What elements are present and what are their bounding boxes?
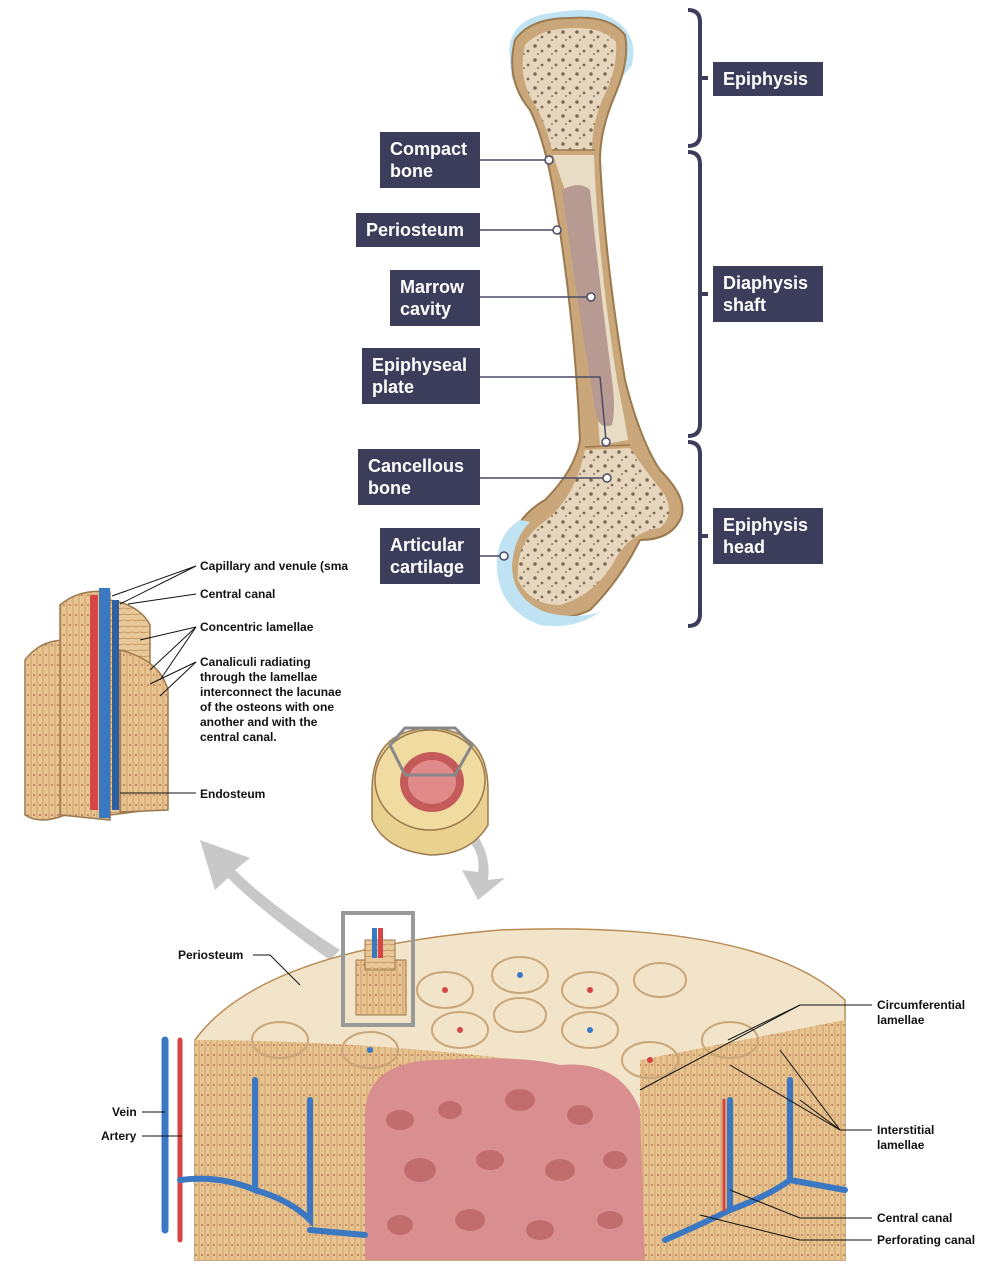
label-periosteum: Periosteum [356,213,480,247]
arrow-to-osteon [200,840,340,960]
label-cancellous-bone: Cancellous bone [358,449,480,505]
label-diaphysis-shaft: Diaphysis shaft [713,266,823,322]
label-epiphysis-top: Epiphysis [713,62,823,96]
label-perforating-canal: Perforating canal [877,1233,975,1248]
compact-bone-section [165,913,845,1260]
bone-cross-section-icon [372,728,488,855]
label-marrow-cavity: Marrow cavity [390,270,480,326]
label-interstitial-lamellae: Interstitial lamellae [877,1123,934,1153]
label-endosteum: Endosteum [200,787,265,802]
label-osteon-central-canal: Central canal [200,587,275,602]
label-compact-bone: Compact bone [380,132,480,188]
label-artery: Artery [101,1129,136,1144]
label-capillary-venule: Capillary and venule (sma [200,559,348,574]
label-section-periosteum: Periosteum [178,948,243,963]
label-circumferential-lamellae: Circumferential lamellae [877,998,965,1028]
label-vein: Vein [112,1105,137,1120]
label-concentric-lamellae: Concentric lamellae [200,620,313,635]
label-articular-cartilage: Articular cartilage [380,528,480,584]
region-brackets [688,10,708,626]
femur-drawing [497,10,683,626]
osteon-cutaway [25,588,168,820]
label-epiphysis-head: Epiphysis head [713,508,823,564]
label-epiphyseal-plate: Epiphyseal plate [362,348,480,404]
label-canaliculi: Canaliculi radiating through the lamella… [200,655,341,745]
label-section-central-canal: Central canal [877,1211,952,1226]
